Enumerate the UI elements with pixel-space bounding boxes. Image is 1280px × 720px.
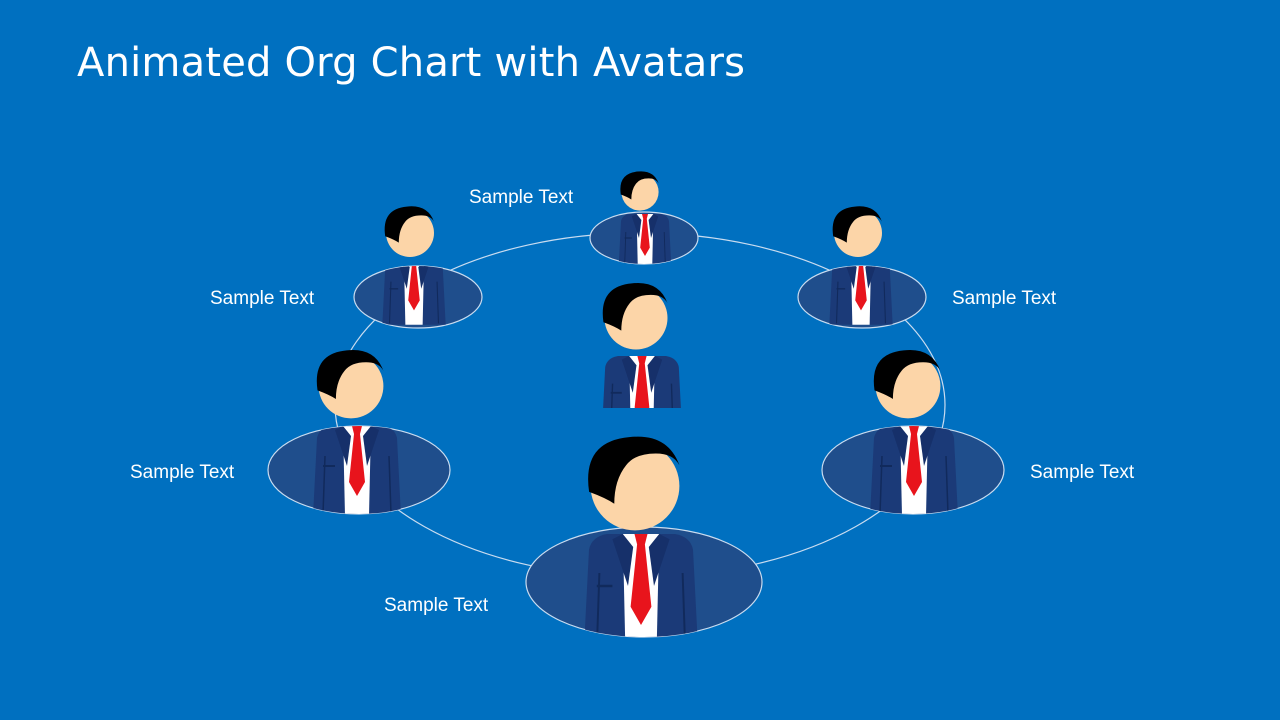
node-label-mid-left: Sample Text [130, 462, 235, 483]
person-avatar-head-icon [620, 171, 659, 211]
person-avatar-head-icon [384, 206, 434, 257]
center-avatar-icon [602, 282, 681, 408]
node-label-upper-left: Sample Text [210, 288, 315, 309]
person-avatar-icon [870, 426, 958, 514]
person-avatar-head-icon [832, 206, 882, 257]
person-avatar-icon [382, 266, 446, 325]
person-avatar-head-icon [316, 349, 384, 419]
person-avatar-icon [313, 426, 401, 514]
node-label-top: Sample Text [469, 187, 574, 208]
person-avatar-head-icon [873, 349, 941, 419]
node-label-mid-right: Sample Text [1030, 462, 1135, 483]
page-title: Animated Org Chart with Avatars [77, 40, 746, 86]
node-label-upper-right: Sample Text [952, 288, 1057, 309]
person-avatar-head-icon [588, 436, 680, 531]
person-avatar-icon [583, 534, 699, 637]
node-label-bottom: Sample Text [384, 595, 489, 616]
person-avatar-icon [829, 266, 893, 325]
person-avatar-icon [618, 214, 672, 264]
